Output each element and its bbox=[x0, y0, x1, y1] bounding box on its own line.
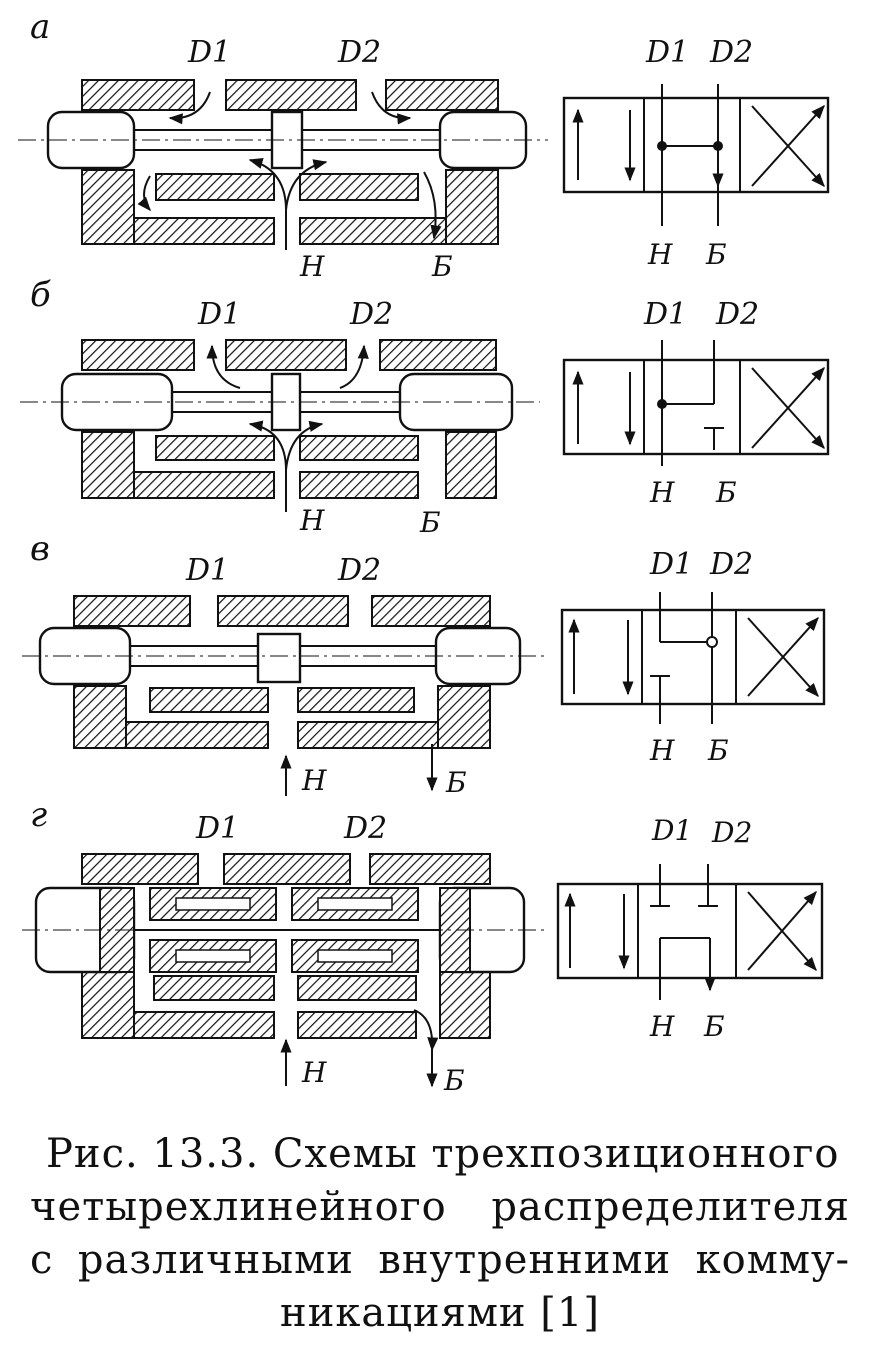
flow-arrows-g bbox=[280, 1009, 439, 1088]
flow-arrows-v bbox=[280, 744, 438, 796]
port-d2-label-b: D2 bbox=[349, 297, 393, 332]
symbol-d1-label-v: D1 bbox=[649, 547, 693, 582]
symbol-b-label-g: Б bbox=[703, 1010, 725, 1043]
symbol-d1-label-a: D1 bbox=[645, 35, 689, 70]
row-b: б bbox=[20, 275, 830, 539]
port-d1-label-a: D1 bbox=[187, 35, 231, 70]
valve-symbol-v bbox=[560, 592, 826, 724]
caption-line-4: никациями [1] bbox=[280, 1290, 600, 1336]
port-d2-label-v: D2 bbox=[337, 553, 381, 588]
valve-body-g bbox=[81, 853, 491, 1039]
symbol-d2-label-b: D2 bbox=[715, 297, 759, 332]
row-label-g: г bbox=[30, 795, 47, 835]
spool-g bbox=[22, 886, 548, 974]
symbol-d1-label-g: D1 bbox=[651, 814, 692, 847]
valve-symbol-a bbox=[562, 84, 830, 226]
figure-caption: Рис. 13.3. Схемы трехпозиционного четыре… bbox=[30, 1128, 850, 1340]
port-d2-label-a: D2 bbox=[337, 35, 381, 70]
valve-body-b bbox=[81, 339, 497, 499]
spool-b bbox=[20, 372, 540, 432]
row-v: в bbox=[22, 529, 826, 799]
row-label-v: в bbox=[30, 529, 50, 569]
symbol-d1-label-b: D1 bbox=[643, 297, 687, 332]
spool-v bbox=[22, 626, 546, 686]
symbol-b-label-v: Б bbox=[707, 734, 729, 767]
symbol-h-label-a: Н bbox=[647, 238, 673, 271]
spool-a bbox=[18, 110, 548, 170]
row-g: г bbox=[22, 795, 824, 1097]
port-h-label-b: Н bbox=[299, 504, 325, 537]
valve-symbol-b bbox=[562, 340, 830, 466]
caption-line-1: Рис. 13.3. Схемы трехпозиционного bbox=[46, 1131, 840, 1177]
port-b-label-b: Б bbox=[419, 506, 441, 539]
symbol-h-label-g: Н bbox=[649, 1010, 675, 1043]
symbol-d2-label-v: D2 bbox=[709, 547, 753, 582]
caption-line-2: четырехлинейного распределителя bbox=[30, 1184, 850, 1230]
port-h-label-v: Н bbox=[301, 764, 327, 797]
symbol-b-label-b: Б bbox=[715, 476, 737, 509]
port-d1-label-g: D1 bbox=[195, 811, 239, 846]
valve-schematics-figure: а bbox=[18, 7, 830, 1097]
port-d1-label-b: D1 bbox=[197, 297, 241, 332]
flow-arrows-a bbox=[137, 91, 442, 250]
port-b-label-v: Б bbox=[445, 766, 467, 799]
port-h-label-g: Н bbox=[301, 1056, 327, 1089]
valve-symbol-g bbox=[556, 864, 824, 1000]
port-b-label-g: Б bbox=[443, 1064, 465, 1097]
symbol-d2-label-g: D2 bbox=[711, 816, 752, 849]
port-d1-label-v: D1 bbox=[185, 553, 229, 588]
port-d2-label-g: D2 bbox=[343, 811, 387, 846]
valve-body-v bbox=[73, 595, 491, 749]
symbol-h-label-b: Н bbox=[649, 476, 675, 509]
symbol-d2-label-a: D2 bbox=[709, 35, 753, 70]
row-a: а bbox=[18, 7, 830, 283]
flow-arrows-b bbox=[206, 344, 369, 512]
port-h-label-a: Н bbox=[299, 250, 325, 283]
caption-line-3: с различными внутренними комму- bbox=[30, 1237, 850, 1283]
port-b-label-a: Б bbox=[431, 250, 453, 283]
valve-body-a bbox=[81, 79, 499, 245]
row-label-b: б bbox=[30, 275, 51, 315]
symbol-h-label-v: Н bbox=[649, 734, 675, 767]
symbol-b-label-a: Б bbox=[705, 238, 727, 271]
row-label-a: а bbox=[30, 7, 50, 47]
